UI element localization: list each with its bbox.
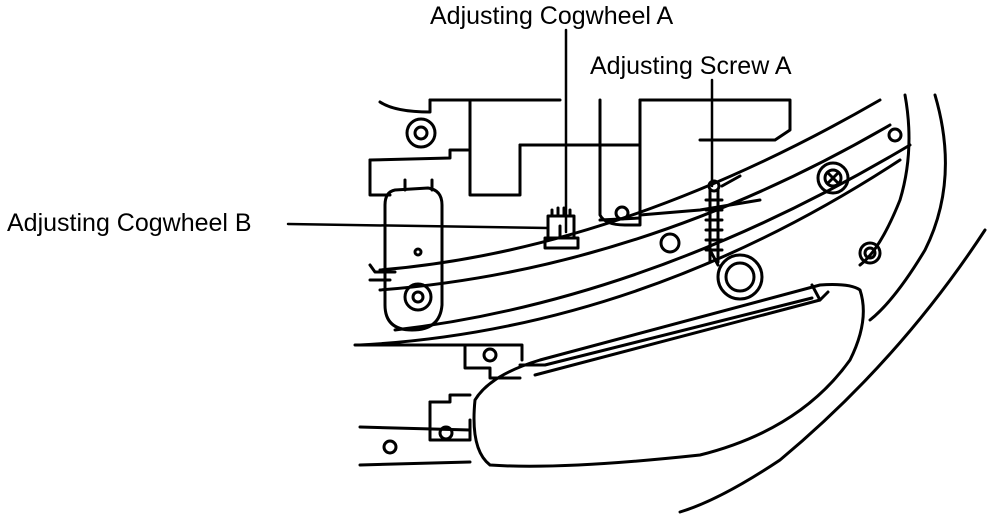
label-adjusting-cogwheel-a: Adjusting Cogwheel A — [430, 2, 674, 30]
label-adjusting-cogwheel-b: Adjusting Cogwheel B — [7, 209, 252, 237]
lower-adjuster-knob — [708, 248, 764, 301]
reflector-arcs — [358, 98, 912, 347]
label-adjusting-screw-a: Adjusting Screw A — [590, 52, 792, 80]
cogwheel-a — [543, 206, 580, 250]
leader-lines — [286, 28, 714, 234]
leader-cogwheel-b — [286, 222, 550, 230]
turn-lamp-lens — [472, 283, 865, 468]
headlamp-housing — [368, 98, 792, 282]
left-bracket — [383, 178, 444, 332]
upper-adjuster-knob — [816, 161, 850, 195]
lower-brackets — [353, 343, 524, 467]
mounting-bolts — [382, 117, 903, 455]
